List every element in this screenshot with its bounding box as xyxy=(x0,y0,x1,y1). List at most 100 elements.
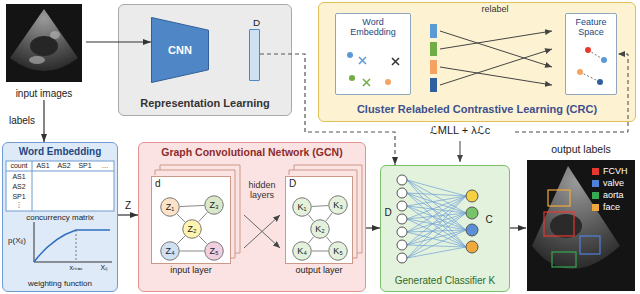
node-heading: Z₁ xyxy=(160,202,180,212)
relabel-arrows xyxy=(440,31,552,67)
feature-points xyxy=(585,47,591,53)
class-bars xyxy=(430,24,437,92)
node-heading: D xyxy=(286,178,352,190)
flow-arrow xyxy=(118,214,138,215)
table-cell: SP1 xyxy=(78,162,91,170)
module-panel: CNNDRepresentation Learning xyxy=(118,4,292,116)
layer-stack-back xyxy=(155,165,362,258)
graph-node-outline xyxy=(329,196,348,215)
embedding-points xyxy=(349,75,355,81)
node-heading: Feature Space xyxy=(566,17,616,38)
annotation-label: hidden layers xyxy=(242,180,282,201)
table-cell: AS1 xyxy=(36,162,49,170)
loss-leaders xyxy=(460,141,461,162)
node-heading: Generated Classifier K xyxy=(381,275,509,287)
edge-label: labels xyxy=(7,115,37,127)
graph-edge xyxy=(177,236,185,244)
feature-points xyxy=(577,69,583,75)
graph-node: K₄ xyxy=(292,241,312,261)
table-cell: ⋮ xyxy=(16,201,23,209)
output-ultrasound xyxy=(527,160,635,291)
legend-swatch xyxy=(592,168,599,175)
graph-edge xyxy=(199,236,207,244)
graph-node: Z₂ xyxy=(182,219,202,239)
table-cell: AS2 xyxy=(12,183,25,191)
table-cell: count xyxy=(10,162,27,170)
input-ultrasound xyxy=(6,4,82,82)
node-heading: Z₃ xyxy=(204,200,224,210)
relabel-arrows xyxy=(440,31,552,49)
legend-entry: aorta xyxy=(592,190,625,200)
loss-formula: ℒMLL + λℒc xyxy=(430,124,490,137)
input-ultrasound xyxy=(10,9,78,71)
node-heading: Representation Learning xyxy=(119,97,291,110)
graph-edge xyxy=(308,215,313,222)
graph-edge xyxy=(308,237,313,244)
feature-points xyxy=(601,57,607,63)
feature-points xyxy=(597,79,603,85)
class-bars xyxy=(430,78,437,92)
input-ultrasound xyxy=(6,4,82,82)
layer-stack-back xyxy=(160,165,240,253)
graph-node: Z₅ xyxy=(204,241,224,261)
embedding-points xyxy=(392,58,399,65)
cooccurrence-table xyxy=(6,161,114,211)
node-heading: Z₄ xyxy=(160,246,180,256)
output-ultrasound xyxy=(527,160,635,291)
relabel-arrows xyxy=(440,49,552,85)
node-caption: input layer xyxy=(152,265,230,275)
table-cell: SP1 xyxy=(78,162,91,170)
table-cell: ⋮ xyxy=(16,201,23,209)
graph-node-outline xyxy=(161,242,180,261)
edge-label: Z xyxy=(123,200,133,212)
graph-node: K₃ xyxy=(328,195,348,215)
graph-node-outline xyxy=(183,220,202,239)
graph-edge xyxy=(326,213,332,221)
graph-node: Z₁ xyxy=(160,197,180,217)
weighting-plot xyxy=(34,222,112,262)
legend-swatch xyxy=(592,192,599,199)
caption-label: weighting function xyxy=(28,279,92,288)
classifier-network xyxy=(397,175,478,263)
classifier-network xyxy=(407,180,466,258)
node-heading: input images xyxy=(2,88,86,100)
cooccurrence-table xyxy=(6,161,114,211)
weighting-plot xyxy=(34,222,112,262)
feature-points xyxy=(580,50,604,82)
node-heading: K₁ xyxy=(292,202,312,212)
node-heading: Z₅ xyxy=(204,246,224,256)
graph-node: K₅ xyxy=(328,241,348,261)
node-heading: D xyxy=(250,17,259,28)
flow-arrow xyxy=(86,41,151,42)
output-ultrasound xyxy=(552,252,576,267)
table-cell: count xyxy=(10,162,27,170)
caption-label: concurrency matrix xyxy=(26,213,94,222)
node-heading: Word Embedding xyxy=(336,17,410,38)
output-ultrasound xyxy=(544,212,574,236)
legend-swatch xyxy=(592,180,599,187)
axis-label: Xᵢⱼ xyxy=(101,264,108,272)
embedding-points xyxy=(359,57,366,64)
classifier-network xyxy=(466,190,478,202)
classifier-network xyxy=(466,207,478,219)
hidden-layer-links xyxy=(244,215,280,248)
table-cell: SP1 xyxy=(12,193,25,201)
input-ultrasound xyxy=(30,36,58,56)
legend-swatch xyxy=(592,204,599,211)
dimension-label: D xyxy=(384,207,391,219)
class-bars xyxy=(430,60,437,74)
dimension-label: C xyxy=(485,214,492,226)
classifier-network xyxy=(466,241,478,253)
axis-label: p(Xᵢⱼ) xyxy=(8,236,26,245)
graph-node-outline xyxy=(205,242,224,261)
graph-edge xyxy=(199,212,207,221)
embedding-points xyxy=(347,52,353,58)
table-cell: AS2 xyxy=(12,183,25,191)
graph-node-outline xyxy=(329,242,348,261)
edge-label: labels xyxy=(7,115,37,127)
node-heading: Graph Convolutional Network (GCN) xyxy=(139,146,365,158)
class-bars xyxy=(430,24,437,38)
node-heading: output labels xyxy=(526,143,636,155)
layer-stack-back xyxy=(289,170,357,258)
caption-label: weighting function xyxy=(28,279,92,288)
